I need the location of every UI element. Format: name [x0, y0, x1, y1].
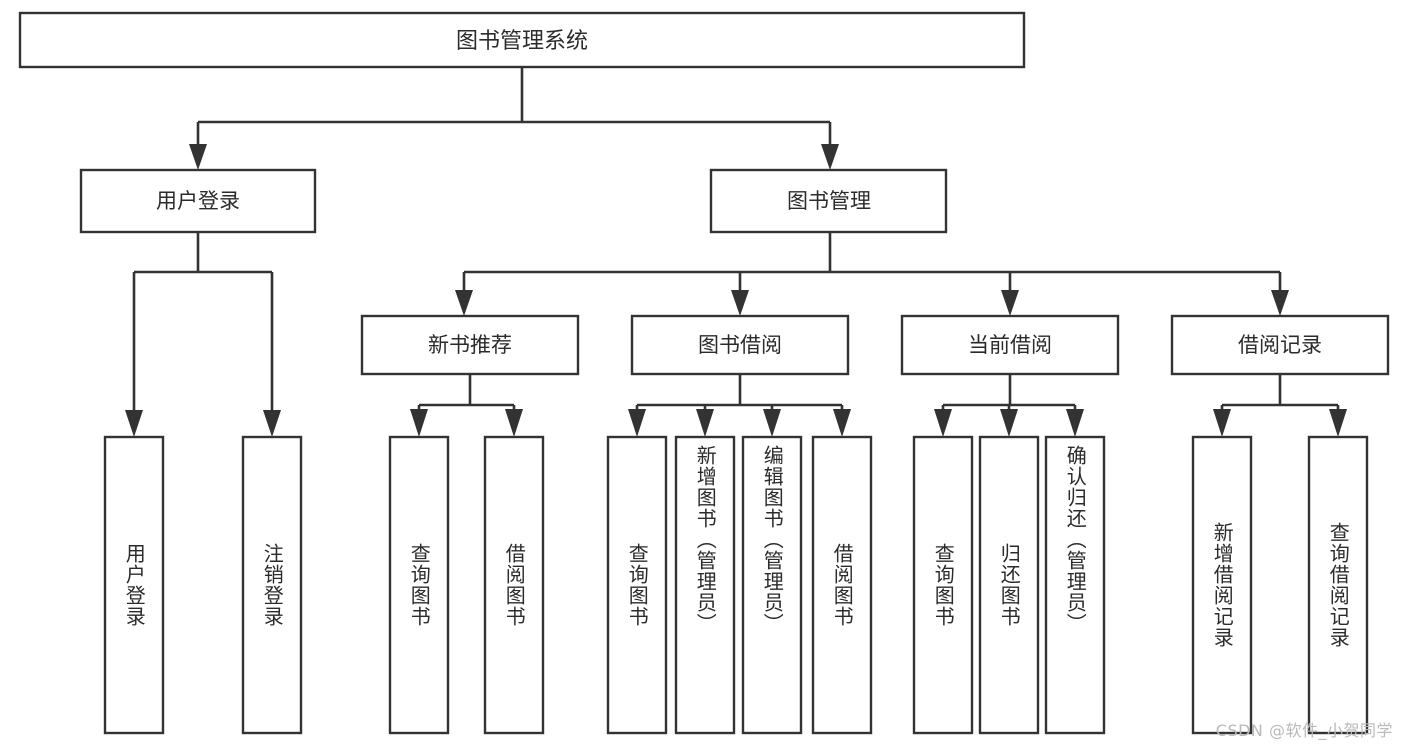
node-box-leaf-edit-book[interactable]	[741, 435, 803, 735]
arrow-head-leaf-query-book-1	[410, 409, 428, 437]
node-box-user-login[interactable]	[79, 168, 317, 234]
node-label-book-borrow: 图书借阅	[698, 333, 782, 357]
arrow-head-leaf-user-login	[125, 410, 143, 437]
arrow-head-new-book-recommend	[455, 290, 473, 316]
node-box-leaf-logout-login[interactable]	[241, 435, 303, 735]
arrow-head-leaf-query-record	[1329, 409, 1347, 437]
node-box-leaf-query-record[interactable]	[1307, 435, 1369, 735]
arrow-head-leaf-logout-login	[263, 410, 281, 437]
node-box-root[interactable]	[18, 11, 1026, 69]
node-box-leaf-add-book[interactable]	[674, 435, 736, 735]
arrow-head-leaf-borrow-book-2	[833, 409, 851, 437]
node-box-leaf-query-book-2[interactable]	[606, 435, 668, 735]
arrow-head-leaf-edit-book	[763, 409, 781, 437]
node-box-leaf-return-book[interactable]	[978, 435, 1040, 735]
arrow-head-leaf-return-book	[1000, 409, 1018, 437]
node-label-current-borrow: 当前借阅	[968, 333, 1052, 357]
arrow-head-book-manage	[821, 144, 839, 170]
node-label-new-book-recommend: 新书推荐	[428, 333, 512, 357]
arrow-head-leaf-add-book	[696, 409, 714, 437]
node-box-leaf-confirm-return[interactable]	[1044, 435, 1106, 735]
connector-layer	[125, 67, 1347, 437]
node-box-book-manage[interactable]	[709, 168, 948, 234]
node-box-leaf-query-book-3[interactable]	[912, 435, 974, 735]
arrow-head-borrow-record	[1271, 290, 1289, 316]
node-layer: 图书管理系统 用户登录 图书管理 新书推荐 图书借阅 当前借阅 借阅记录	[18, 11, 1390, 735]
node-label-borrow-record: 借阅记录	[1238, 333, 1322, 357]
node-box-leaf-query-book-1[interactable]	[388, 435, 450, 735]
node-box-leaf-add-record[interactable]	[1191, 435, 1253, 735]
node-box-leaf-user-login[interactable]	[103, 435, 165, 735]
node-label-book-manage: 图书管理	[787, 189, 871, 213]
arrow-head-leaf-confirm-return	[1066, 409, 1084, 437]
node-label-root: 图书管理系统	[456, 29, 588, 54]
arrow-head-leaf-query-book-2	[628, 409, 646, 437]
arrow-head-book-borrow	[731, 290, 749, 316]
arrow-head-user-login	[189, 144, 207, 170]
node-box-leaf-borrow-book-2[interactable]	[811, 435, 873, 735]
csdn-watermark: CSDN @软件_小贺同学	[1215, 721, 1393, 740]
arrow-head-leaf-query-book-3	[934, 409, 952, 437]
arrow-head-current-borrow	[1001, 290, 1019, 316]
arrow-head-leaf-add-record	[1213, 409, 1231, 437]
node-box-borrow-record[interactable]	[1170, 314, 1390, 376]
arrow-head-leaf-borrow-book-1	[505, 409, 523, 437]
node-label-user-login: 用户登录	[156, 189, 240, 213]
node-box-current-borrow[interactable]	[900, 314, 1120, 376]
node-box-new-book-recommend[interactable]	[360, 314, 580, 376]
node-box-book-borrow[interactable]	[630, 314, 850, 376]
node-box-leaf-borrow-book-1[interactable]	[483, 435, 545, 735]
